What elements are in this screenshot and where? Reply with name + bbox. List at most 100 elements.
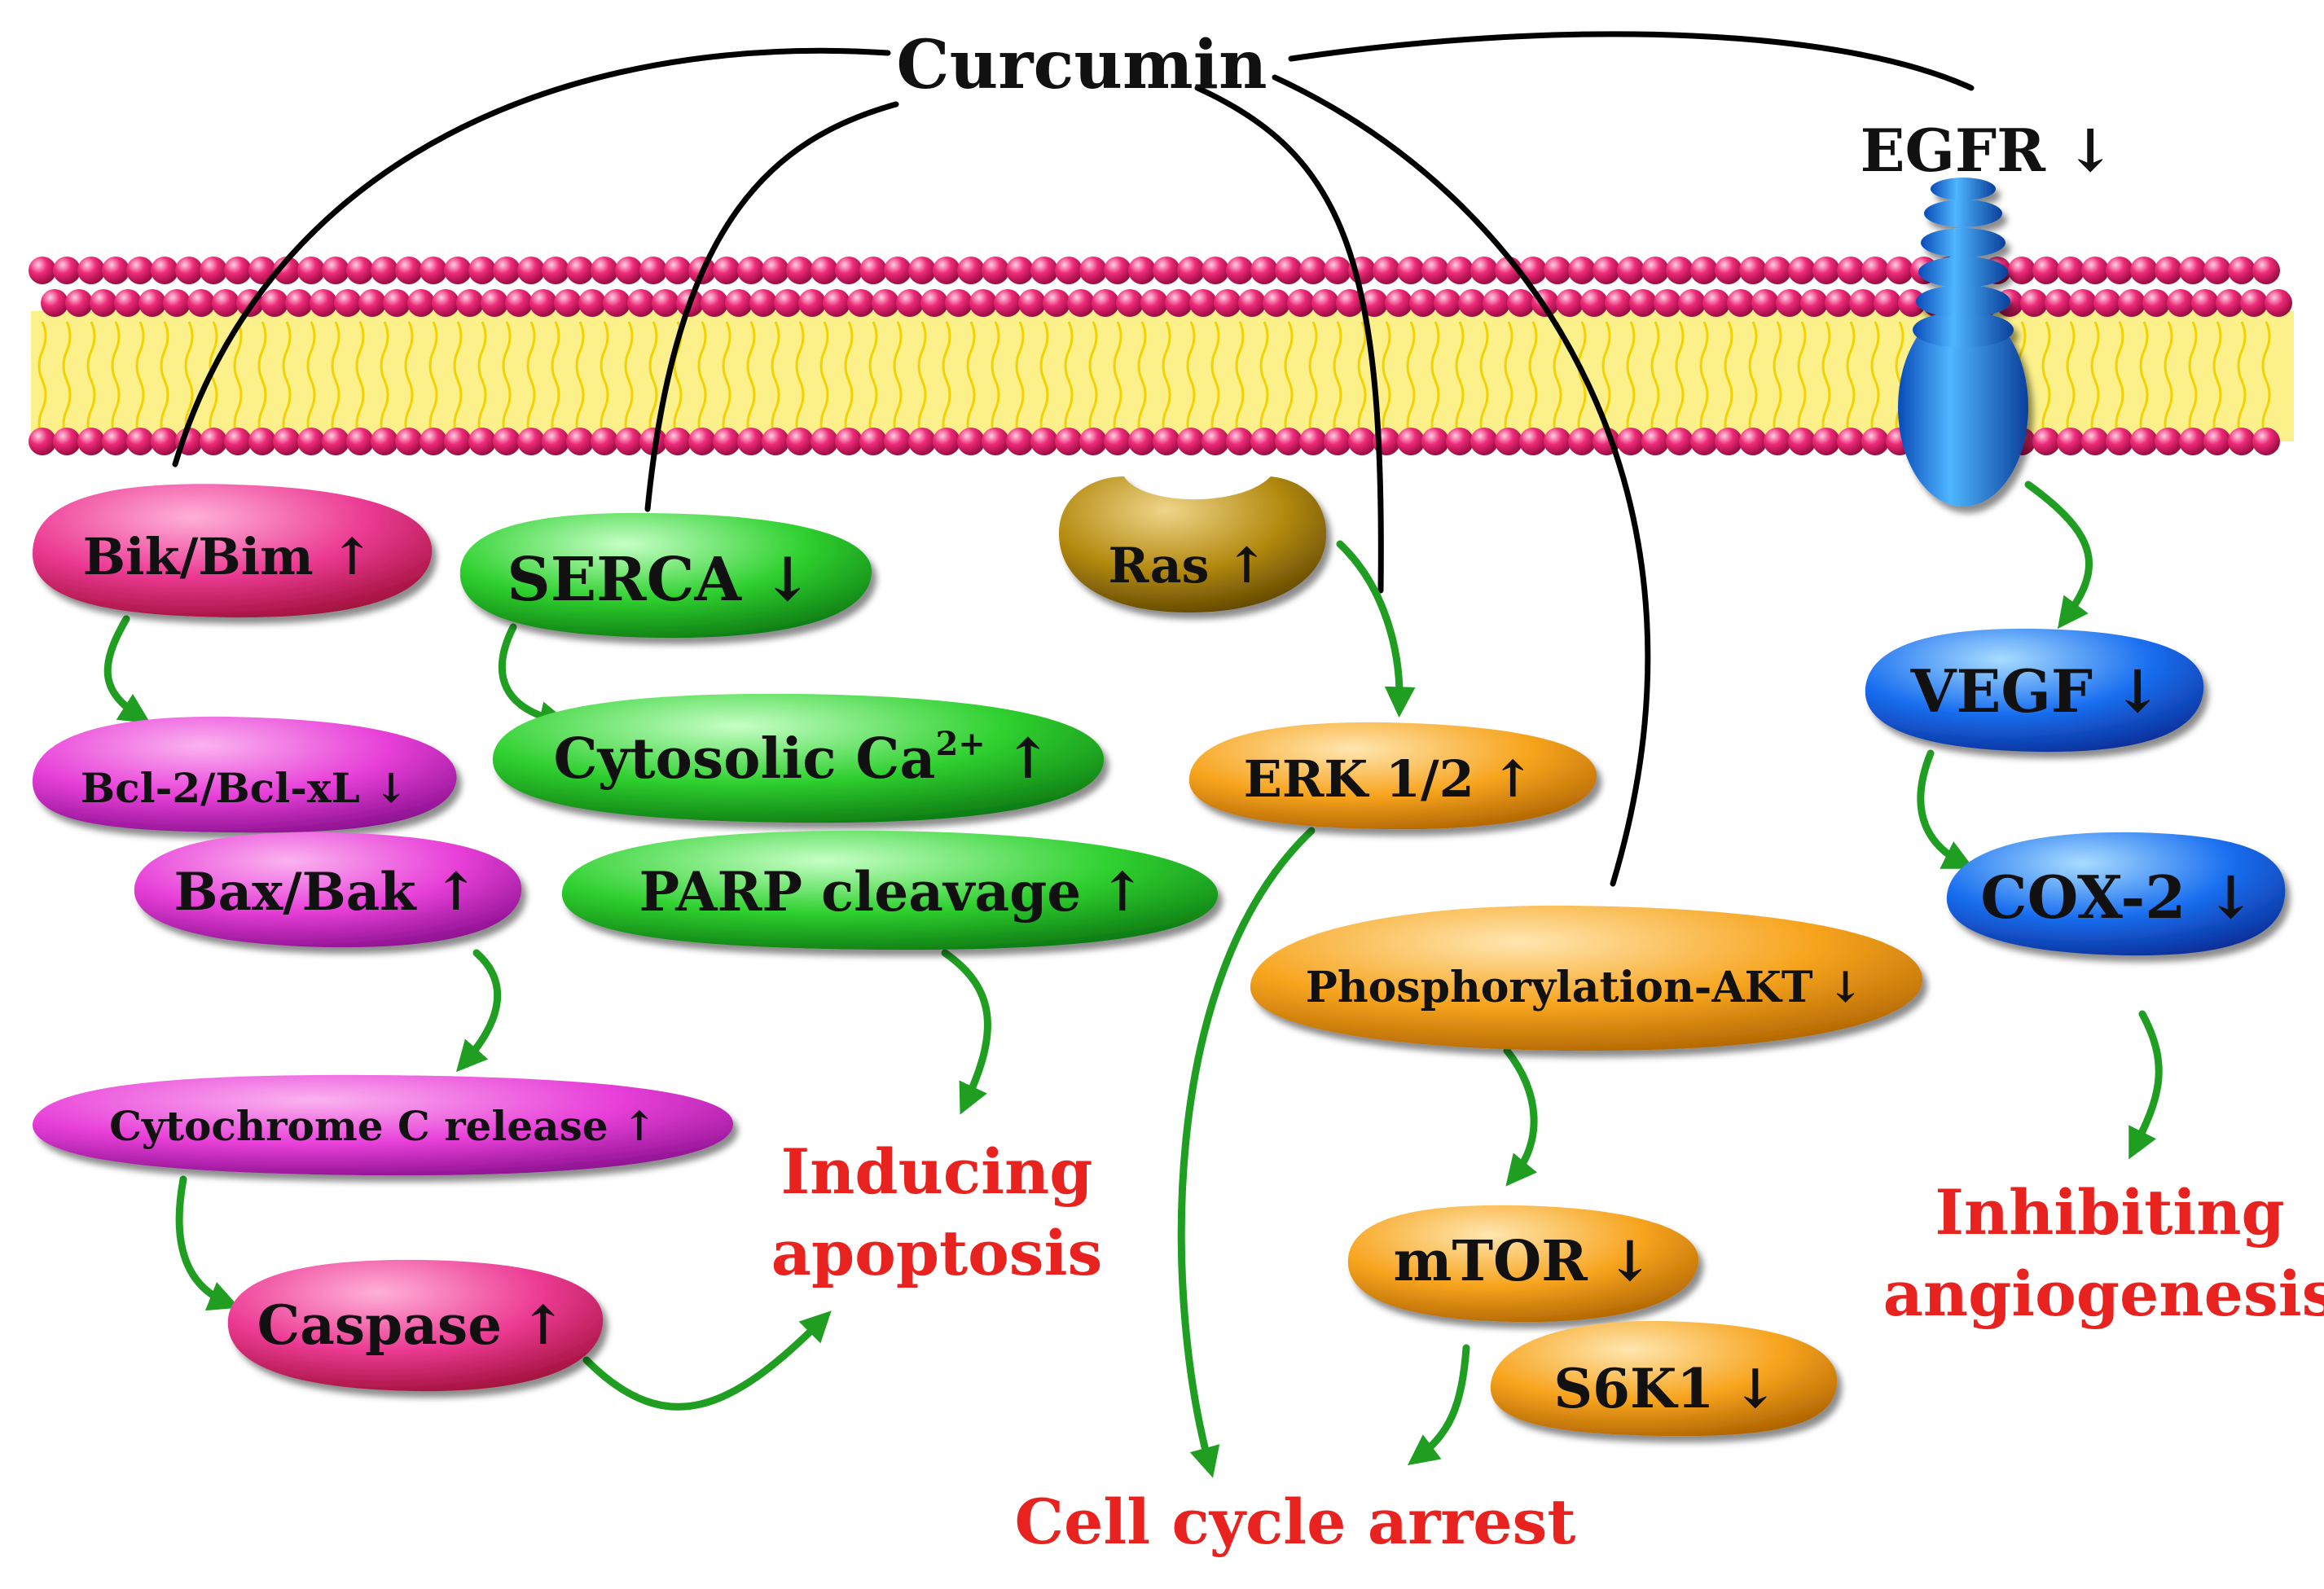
- phospholipid-head: [1018, 289, 1046, 317]
- lipid-tail: [2188, 321, 2198, 440]
- phospholipid-head: [1153, 257, 1180, 284]
- phospholipid-head: [982, 257, 1009, 284]
- phospholipid-head: [1470, 428, 1498, 455]
- cytosolic-ca-arrow-icon: ↑: [1005, 726, 1052, 792]
- phospholipid-head: [102, 428, 130, 455]
- phospholipid-head: [2142, 289, 2170, 317]
- lipid-tail: [1724, 321, 1733, 440]
- phospholipid-head: [884, 257, 912, 284]
- lipid-tail: [600, 321, 609, 440]
- phospholipid-head: [1165, 289, 1193, 317]
- phospholipid-head: [517, 257, 545, 284]
- lipid-tail: [1846, 321, 1856, 440]
- phospholipid-head: [2216, 289, 2243, 317]
- phospholipid-head: [1446, 428, 1474, 455]
- outcome-apoptosis-line1: Inducing: [781, 1135, 1093, 1208]
- phospholipid-head: [358, 289, 386, 317]
- phospholipid-head: [2069, 289, 2097, 317]
- lipid-tail: [1210, 321, 1220, 440]
- phospholipid-head: [224, 428, 252, 455]
- cytochrome-c-arrow-icon: ↑: [622, 1102, 657, 1150]
- phospholipid-head: [371, 257, 398, 284]
- phospholipid-head: [1360, 289, 1388, 317]
- phospholipid-head: [737, 428, 765, 455]
- phospholipid-head: [1202, 257, 1229, 284]
- mtor-arrow-icon: ↓: [1607, 1229, 1654, 1294]
- node-bik-bim: Bik/Bim ↑: [33, 484, 433, 618]
- phospholipid-head: [688, 428, 716, 455]
- phospholipid-head: [53, 257, 81, 284]
- phospholipid-head: [859, 428, 887, 455]
- lipid-tail: [624, 321, 634, 440]
- lipid-tail: [746, 321, 756, 440]
- phospholipid-head: [945, 289, 973, 317]
- phospholipid-head: [1006, 428, 1034, 455]
- phospholipid-head: [1666, 428, 1694, 455]
- phospholipid-head: [1800, 289, 1828, 317]
- phospholipid-head: [1849, 289, 1877, 317]
- phospholipid-head: [1397, 257, 1425, 284]
- lipid-tail: [1357, 321, 1367, 440]
- node-cox2: COX-2 ↓: [1946, 832, 2286, 956]
- lipid-tail: [551, 321, 560, 440]
- outcome-cell-cycle-arrest: Cell cycle arrest: [1014, 1486, 1575, 1558]
- cox2-label: COX-2: [1980, 863, 2186, 932]
- phospholipid-head: [1030, 257, 1058, 284]
- lipid-tail: [2041, 321, 2051, 440]
- phospholipid-head: [1617, 257, 1645, 284]
- phospholipid-head: [664, 257, 692, 284]
- lipid-tail: [1186, 321, 1196, 440]
- svg-text:SERCA ↓: SERCA ↓: [507, 545, 812, 615]
- lipid-tail: [282, 321, 292, 440]
- phospholipid-head: [1470, 257, 1498, 284]
- phospholipid-head: [542, 257, 569, 284]
- phospholipid-head: [2093, 289, 2121, 317]
- phospholipid-head: [456, 289, 484, 317]
- phospholipid-head: [920, 289, 948, 317]
- phospholipid-head: [2032, 428, 2060, 455]
- phospholipid-head: [126, 257, 154, 284]
- node-erk: ERK 1/2 ↑: [1188, 722, 1597, 830]
- lipid-tail: [306, 321, 316, 440]
- phospholipid-head: [1153, 428, 1180, 455]
- phospholipid-head: [1324, 257, 1351, 284]
- phospholipid-head: [151, 428, 178, 455]
- phospholipid-head: [2228, 257, 2256, 284]
- phospholipid-head: [529, 289, 557, 317]
- erk-label: ERK 1/2: [1244, 749, 1474, 809]
- phospholipid-head: [701, 289, 728, 317]
- phospholipid-head: [847, 289, 875, 317]
- phospholipid-head: [1605, 289, 1632, 317]
- phospholipid-head: [1189, 289, 1217, 317]
- phospholipid-head: [2081, 428, 2109, 455]
- phospholipid-head: [151, 257, 178, 284]
- lipid-tail: [1504, 321, 1513, 440]
- lipid-tail: [1455, 321, 1465, 440]
- lipid-tail: [1430, 321, 1440, 440]
- phospholipid-head: [1409, 289, 1437, 317]
- phospholipid-head: [811, 428, 838, 455]
- membrane-outer-heads: [29, 257, 2292, 317]
- phospholipid-head: [1617, 428, 1645, 455]
- phospholipid-head: [615, 428, 643, 455]
- phospholipid-head: [175, 257, 203, 284]
- node-s6k1: S6K1 ↓: [1490, 1320, 1838, 1437]
- lipid-tail: [1064, 321, 1074, 440]
- s6k1-label: S6K1: [1553, 1357, 1714, 1420]
- phospholipid-head: [1275, 257, 1303, 284]
- lipid-tail: [86, 321, 96, 440]
- lipid-tail: [1821, 321, 1831, 440]
- phospholipid-head: [1275, 428, 1303, 455]
- phospholipid-head: [774, 289, 802, 317]
- lipid-tail: [2115, 321, 2124, 440]
- phospholipid-head: [1593, 257, 1620, 284]
- phospholipid-head: [2240, 289, 2268, 317]
- lipid-tail: [355, 321, 365, 440]
- lipid-tail: [526, 321, 536, 440]
- lipid-tail: [1577, 321, 1587, 440]
- phospholipid-head: [969, 289, 997, 317]
- lipid-tail: [771, 321, 780, 440]
- phospholipid-head: [1812, 428, 1840, 455]
- egfr-label: EGFR: [1861, 116, 2046, 185]
- lipid-tail: [2090, 321, 2100, 440]
